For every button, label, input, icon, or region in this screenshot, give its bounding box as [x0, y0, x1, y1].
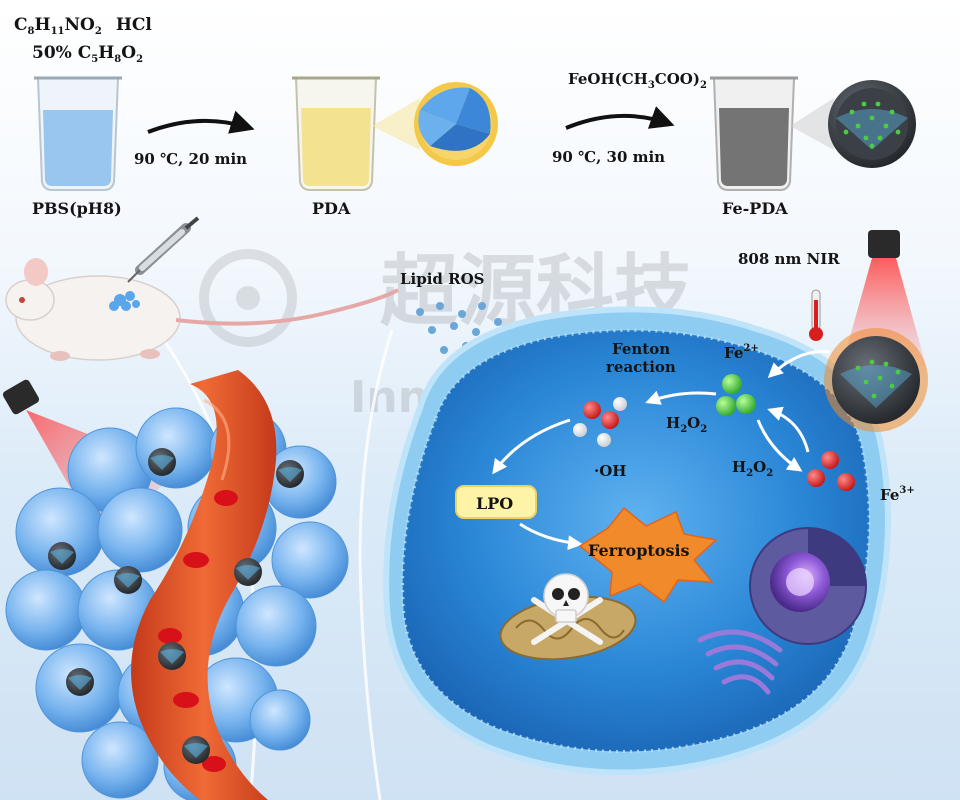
fe-pda-label: Fe-PDA: [722, 199, 788, 218]
reagent-3-formula: FeOH(CH3COO)2: [568, 70, 707, 91]
step-1-condition: 90 ℃, 20 min: [134, 150, 247, 168]
fenton-label-line1: Fenton: [612, 340, 670, 358]
magnify-beam: [790, 98, 834, 150]
step-1-arrow: [147, 110, 255, 134]
heated-fe-pda-particle: [824, 328, 928, 432]
injected-tumor: [109, 291, 140, 311]
beaker-icon: [34, 76, 122, 191]
lipid-ros-label: Lipid ROS: [400, 270, 485, 288]
in-vivo-panel: [2, 216, 399, 800]
skull-icon: [531, 573, 603, 645]
hydroxyl-radical-label: ·OH: [594, 462, 626, 480]
hydroxyl-molecules: [573, 397, 627, 447]
fe2-label: Fe2+: [724, 343, 759, 362]
beaker-icon: [292, 76, 380, 191]
thermometer-icon: [809, 289, 823, 341]
tumor-nanoparticles: [48, 448, 304, 764]
syringe-icon: [127, 216, 200, 283]
step-2-condition: 90 ℃, 30 min: [552, 148, 665, 166]
fe-pda-nanoparticle: [828, 80, 916, 168]
fenton-label-line2: reaction: [606, 358, 676, 376]
pda-nanoparticle: [414, 82, 498, 166]
ferroptosis-label: Ferroptosis: [588, 541, 690, 560]
fe2-ions: [716, 374, 756, 416]
ferroptosis-burst: Ferroptosis: [578, 506, 718, 604]
pbs-label: PBS(pH8): [32, 199, 122, 218]
reagent-2-formula: 50% C5H8O2: [32, 43, 143, 65]
cell-mechanism-panel: Lipid ROS 808 nm NIR: [383, 230, 930, 776]
mouse-icon: [5, 258, 399, 361]
beaker-icon: [710, 76, 798, 191]
lpo-box: LPO: [455, 485, 537, 519]
nucleus-icon: [749, 527, 867, 645]
blood-vessel: [131, 370, 277, 800]
red-blood-cells: [158, 490, 238, 772]
fe3-label: Fe3+: [880, 485, 915, 504]
iron-dots: [843, 101, 901, 149]
h2o2-label-a: H2O2: [666, 414, 707, 435]
fe3-ions: [807, 451, 855, 491]
laser-label: 808 nm NIR: [738, 250, 840, 268]
magnify-beam: [372, 98, 420, 150]
reaction-arrows: [492, 350, 831, 551]
golgi-icon: [697, 629, 783, 695]
pda-label: PDA: [312, 199, 351, 218]
lpo-label: LPO: [476, 494, 513, 513]
step-2-arrow: [565, 106, 675, 130]
h2o2-label-b: H2O2: [732, 458, 773, 479]
